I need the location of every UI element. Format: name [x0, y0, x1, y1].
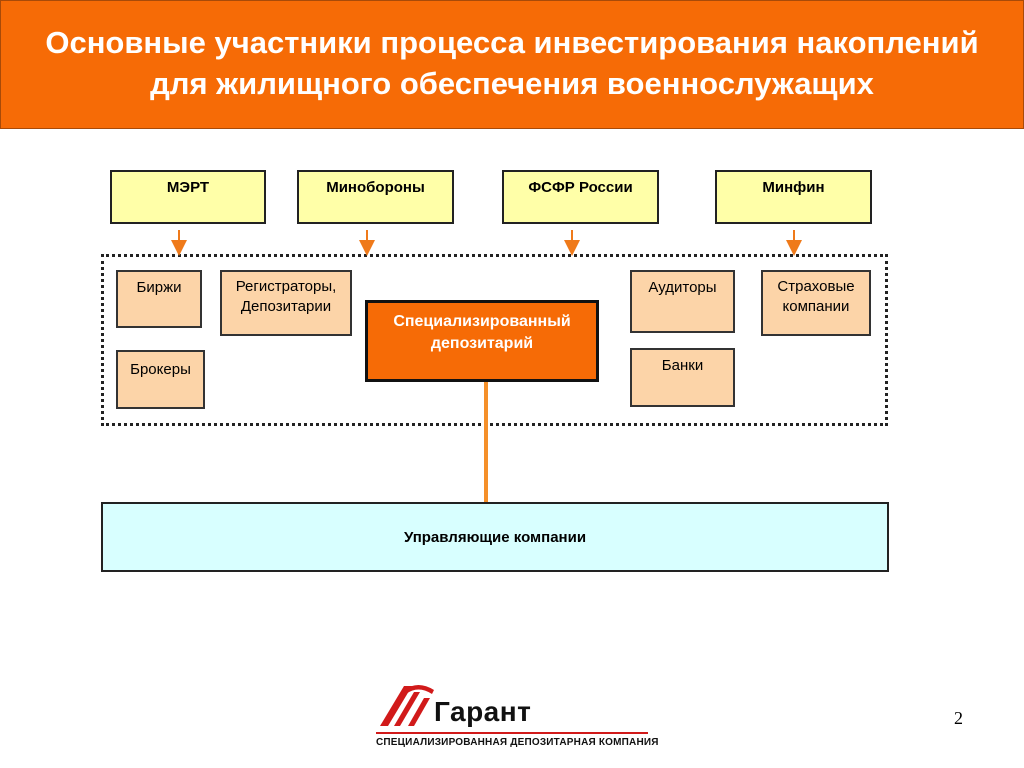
participant-auditors-label: Аудиторы	[648, 279, 717, 296]
participant-auditors: Аудиторы	[630, 270, 735, 333]
page-number: 2	[954, 708, 963, 728]
participants-frame	[101, 254, 888, 426]
participant-banks-label: Банки	[661, 357, 704, 374]
regulator-fsfr: ФСФР России	[502, 170, 659, 224]
garant-logo: Гарант СПЕЦИАЛИЗИРОВАННАЯ ДЕПОЗИТАРНАЯ К…	[374, 680, 658, 755]
regulator-mert-label: МЭРТ	[166, 179, 210, 196]
participant-registrars: Регистраторы, Депозитарии	[220, 270, 352, 336]
logo-name: Гарант	[434, 696, 532, 727]
specialized-depositary-label: Специализированный депозитарий	[393, 313, 571, 352]
logo-divider	[376, 732, 648, 734]
participant-brokers: Брокеры	[116, 350, 205, 409]
participant-exchanges-label: Биржи	[136, 279, 182, 296]
participant-insurers-label: Страховые компании	[777, 278, 855, 315]
regulator-fsfr-label: ФСФР России	[528, 179, 633, 196]
participant-exchanges: Биржи	[116, 270, 202, 328]
management-companies: Управляющие компании	[101, 502, 889, 572]
participant-registrars-label: Регистраторы, Депозитарии	[235, 278, 337, 315]
specialized-depositary: Специализированный депозитарий	[365, 300, 599, 382]
regulator-minoborony-label: Минобороны	[326, 179, 425, 196]
participant-banks: Банки	[630, 348, 735, 407]
garant-logo-icon	[380, 685, 434, 726]
logo-subtitle: СПЕЦИАЛИЗИРОВАННАЯ ДЕПОЗИТАРНАЯ КОМПАНИЯ	[376, 737, 659, 748]
management-companies-label: Управляющие компании	[403, 528, 587, 546]
regulator-minoborony: Минобороны	[297, 170, 454, 224]
title-banner: Основные участники процесса инвестирован…	[0, 0, 1024, 129]
page-title: Основные участники процесса инвестирован…	[45, 24, 979, 101]
participant-brokers-label: Брокеры	[130, 361, 191, 378]
regulator-mert: МЭРТ	[110, 170, 266, 224]
participant-insurers: Страховые компании	[761, 270, 871, 336]
regulator-minfin: Минфин	[715, 170, 872, 224]
regulator-minfin-label: Минфин	[762, 179, 825, 196]
